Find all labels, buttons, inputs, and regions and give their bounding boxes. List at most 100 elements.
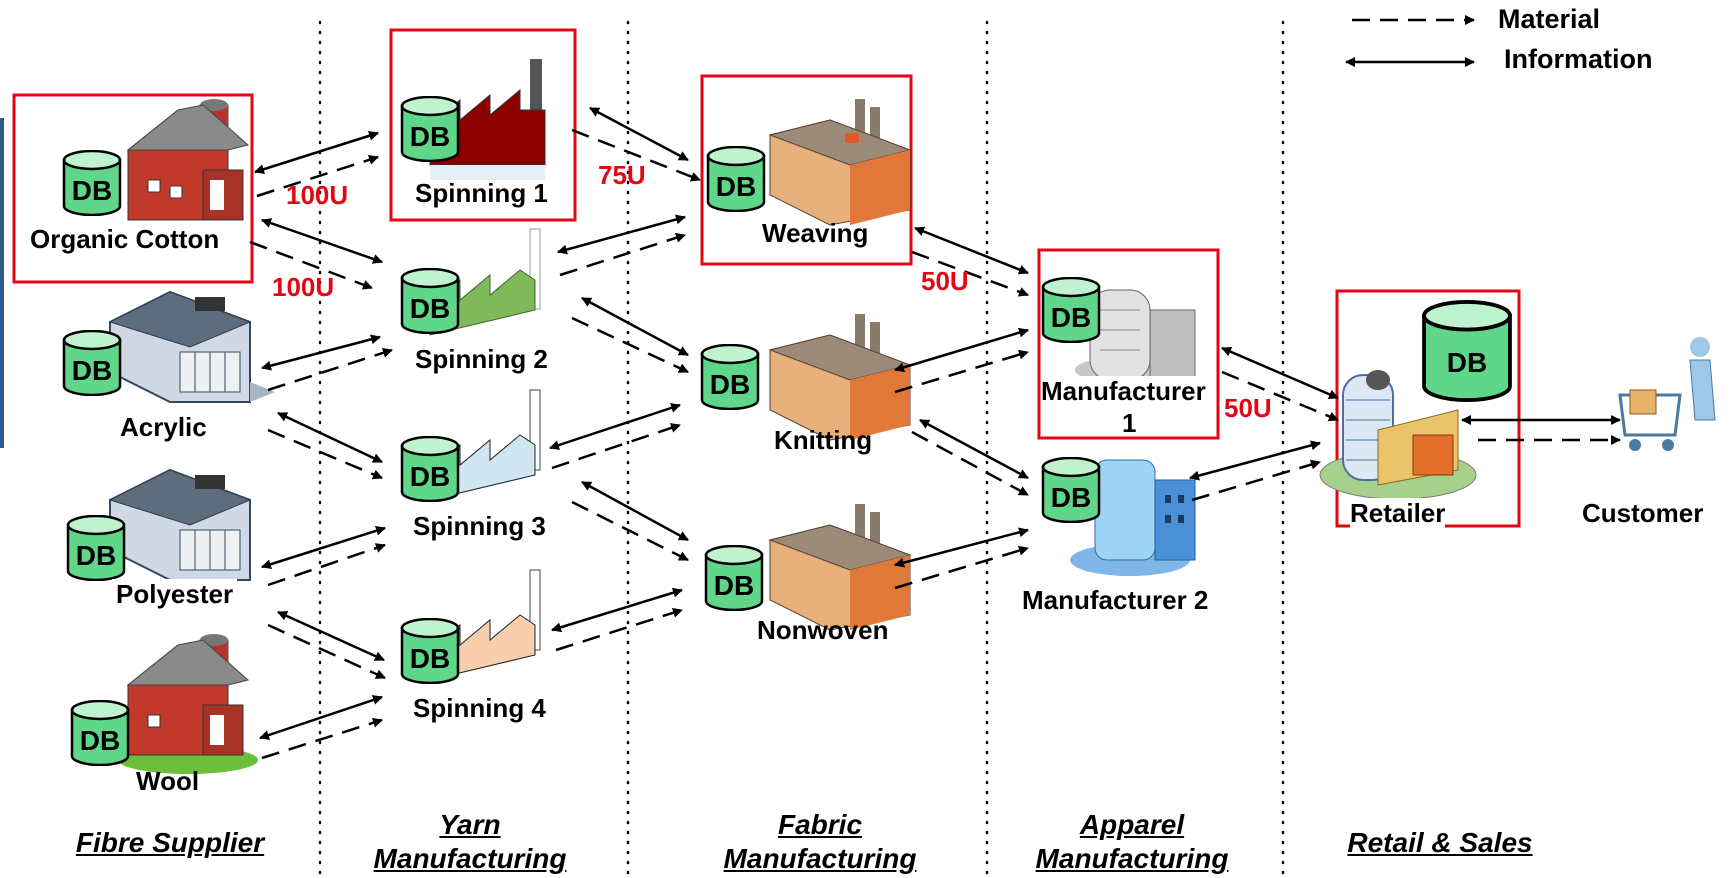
node-label-spinning-2: Spinning 2 [415, 344, 548, 374]
node-label-manufacturer-1-line1: Manufacturer [1041, 376, 1206, 407]
node-label-spinning-3: Spinning 3 [413, 511, 546, 541]
highlight-spinning-1 [389, 28, 577, 222]
info-flow [277, 610, 385, 662]
db-label: DB [716, 171, 756, 202]
fabric-factory-icon [768, 314, 912, 441]
stage-label-line: Fabric [777, 809, 863, 840]
db-label: DB [714, 570, 754, 601]
stage-label-line: Yarn [439, 809, 501, 840]
stage-label-line: Manufacturing [723, 843, 917, 874]
material-flow [267, 623, 386, 680]
material-flow [571, 500, 689, 562]
quantity-label: 50U [921, 266, 969, 296]
db-label: DB [1051, 482, 1091, 513]
quantity-label: 50U [1224, 393, 1272, 423]
stage-label-line: Retail & Sales [1347, 827, 1533, 858]
highlight-weaving [700, 74, 913, 266]
db-label: DB [410, 643, 450, 674]
stage-label-line: Manufacturing [1035, 843, 1229, 874]
barn-icon [118, 634, 258, 774]
info-flow [557, 214, 686, 255]
information-flows [254, 106, 1621, 740]
material-flow [911, 430, 1029, 497]
fabric-factory-icon [768, 99, 912, 226]
legend [1345, 15, 1475, 67]
material-flow [559, 232, 686, 277]
node-label-organic-cotton: Organic Cotton [30, 224, 220, 254]
info-flow [894, 527, 1029, 568]
stage-label-apparel: Apparel Manufacturing [1012, 808, 1252, 876]
material-flow [555, 607, 683, 652]
db-label: DB [1447, 347, 1487, 378]
info-flow [549, 403, 681, 450]
info-flow [259, 695, 383, 740]
material-flow [571, 128, 701, 182]
db-label: DB [72, 175, 112, 206]
info-flow [254, 130, 379, 175]
info-flow [277, 411, 383, 464]
barn-icon [126, 99, 250, 221]
node-label-acrylic: Acrylic [116, 412, 211, 443]
info-flow [589, 106, 689, 162]
node-label-nonwoven: Nonwoven [757, 615, 889, 645]
node-label-weaving: Weaving [762, 218, 869, 248]
stage-label-line: Apparel [1079, 809, 1185, 840]
shopping-cart-customer-icon [1618, 337, 1716, 451]
highlight-manufacturer-1 [1037, 248, 1220, 440]
db-label: DB [72, 355, 112, 386]
node-label-wool: Wool [136, 766, 200, 796]
stage-label-line: Manufacturing [373, 843, 567, 874]
quantity-label: 100U [272, 272, 335, 302]
quantity-label: 100U [286, 180, 349, 210]
db-label: DB [710, 369, 750, 400]
legend-material-label: Material [1498, 4, 1601, 34]
material-flows [249, 128, 1621, 760]
office-building-icon [1070, 459, 1196, 576]
highlight-boxes [12, 28, 1521, 528]
db-label: DB [76, 540, 116, 571]
info-flow [261, 334, 381, 371]
material-flow [1221, 370, 1339, 422]
material-flow [261, 717, 383, 760]
info-flow [581, 296, 689, 357]
stage-label-retail-sales: Retail & Sales [1320, 826, 1560, 860]
node-label-knitting: Knitting [774, 425, 873, 455]
node-label-manufacturer-2: Manufacturer 2 [1022, 585, 1209, 615]
material-flow [267, 543, 386, 587]
node-label-customer: Customer [1582, 498, 1704, 528]
material-flow [267, 428, 383, 480]
material-flow [911, 250, 1029, 297]
material-flow [249, 240, 373, 290]
material-flow [256, 155, 379, 198]
stage-label-line: Fibre Supplier [75, 827, 265, 858]
material-flow [571, 316, 689, 374]
node-label-spinning-4: Spinning 4 [413, 693, 546, 723]
info-flow [1189, 440, 1321, 481]
info-flow [919, 418, 1029, 480]
stage-label-fabric: Fabric Manufacturing [700, 808, 940, 876]
info-flow [914, 226, 1029, 275]
material-flow [894, 349, 1029, 394]
db-label: DB [80, 725, 120, 756]
retail-building-icon [1319, 370, 1477, 500]
info-flow [261, 218, 383, 264]
edge-bar [0, 118, 4, 448]
material-flow [267, 348, 393, 392]
info-flow [1221, 346, 1339, 400]
warehouse-icon [108, 290, 275, 403]
info-flow [581, 480, 689, 542]
material-flow [894, 545, 1029, 590]
node-label-manufacturer-1-line2: 1 [1122, 408, 1137, 438]
highlight-organic-cotton [12, 93, 254, 284]
material-flow [1191, 459, 1321, 502]
fabric-factory-icon [768, 504, 912, 631]
db-label: DB [410, 293, 450, 324]
legend-information-label: Information [1504, 44, 1653, 74]
node-label-retailer: Retailer [1350, 498, 1446, 529]
db-label: DB [410, 461, 450, 492]
db-label: DB [410, 121, 450, 152]
db-labels: DB DB DB DB DB DB DB DB DB DB DB DB DB D… [72, 121, 1487, 756]
stage-label-fibre-supplier: Fibre Supplier [40, 826, 300, 860]
info-flow [894, 327, 1029, 373]
